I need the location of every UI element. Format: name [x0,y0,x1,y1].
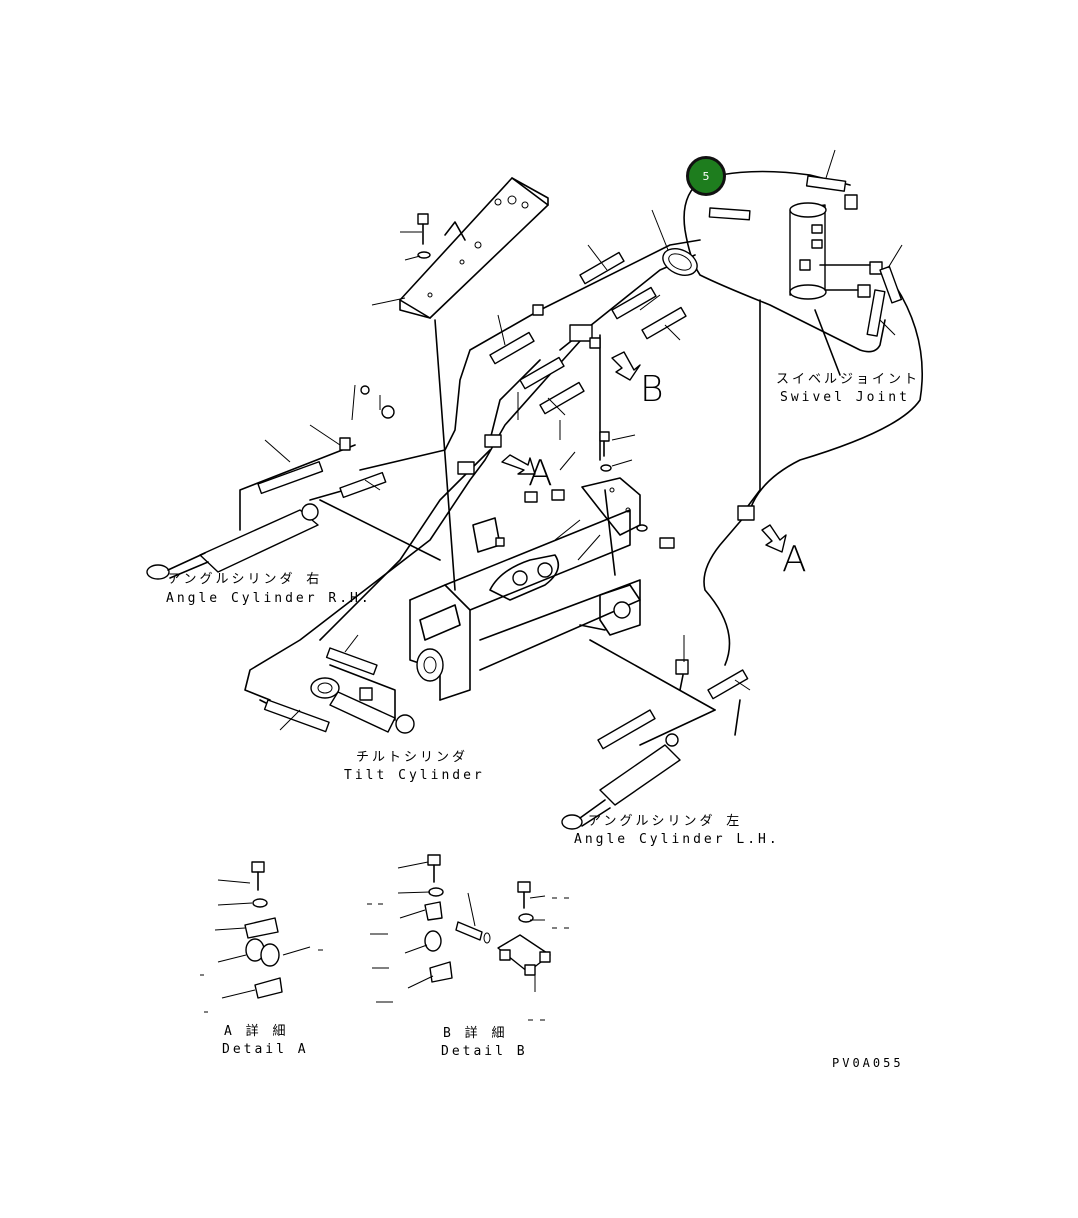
fittings [339,304,755,675]
angle-cylinder-lh-label-jp: アングルシリンダ 左 [588,814,743,829]
swivel-joint-label-en: Swivel Joint [780,390,910,405]
swivel-joint-label-jp: スイベルジョイント [776,372,921,387]
mounting-plate [371,177,549,319]
detail-a-parts [214,861,311,999]
bolt-washer-group-top [400,213,431,261]
view-arrows [501,351,787,553]
view-marker-b: B [640,369,664,410]
tilt-cylinder-label-en: Tilt Cylinder [344,768,485,783]
angle-cylinder-rh-label-en: Angle Cylinder R.H. [166,591,372,606]
tilt-cylinder-body [310,677,415,734]
blade-frame [409,477,641,701]
detail-b-label-en: Detail B [441,1044,528,1059]
leader-lines [264,149,903,731]
angle-cylinder-rh-label-jp: アングルシリンダ 右 [168,572,323,587]
swivel-joint [789,194,883,376]
angle-cylinder-rh-body [146,503,319,580]
detail-a-label-en: Detail A [222,1042,309,1057]
hose-clamp-ring [662,248,698,276]
angle-cylinder-lh-label-en: Angle Cylinder L.H. [574,832,780,847]
hoses [257,175,903,750]
view-marker-a-right: A [782,539,807,580]
hydraulic-lines [239,170,923,746]
detail-b-label-jp: B 詳 細 [443,1026,508,1041]
angle-cylinder-lh-body [561,733,681,830]
view-marker-a-upper: A [528,453,553,494]
drawing-code: PV0A055 [832,1056,904,1070]
detail-dashes [200,897,569,1021]
detail-b-parts [397,854,551,992]
callout-marker-5[interactable]: 5 [686,156,726,196]
tilt-cylinder-label-jp: チルトシリンダ [356,750,469,765]
callout-number: 5 [702,169,710,183]
detail-a-label-jp: A 詳 細 [224,1024,289,1039]
